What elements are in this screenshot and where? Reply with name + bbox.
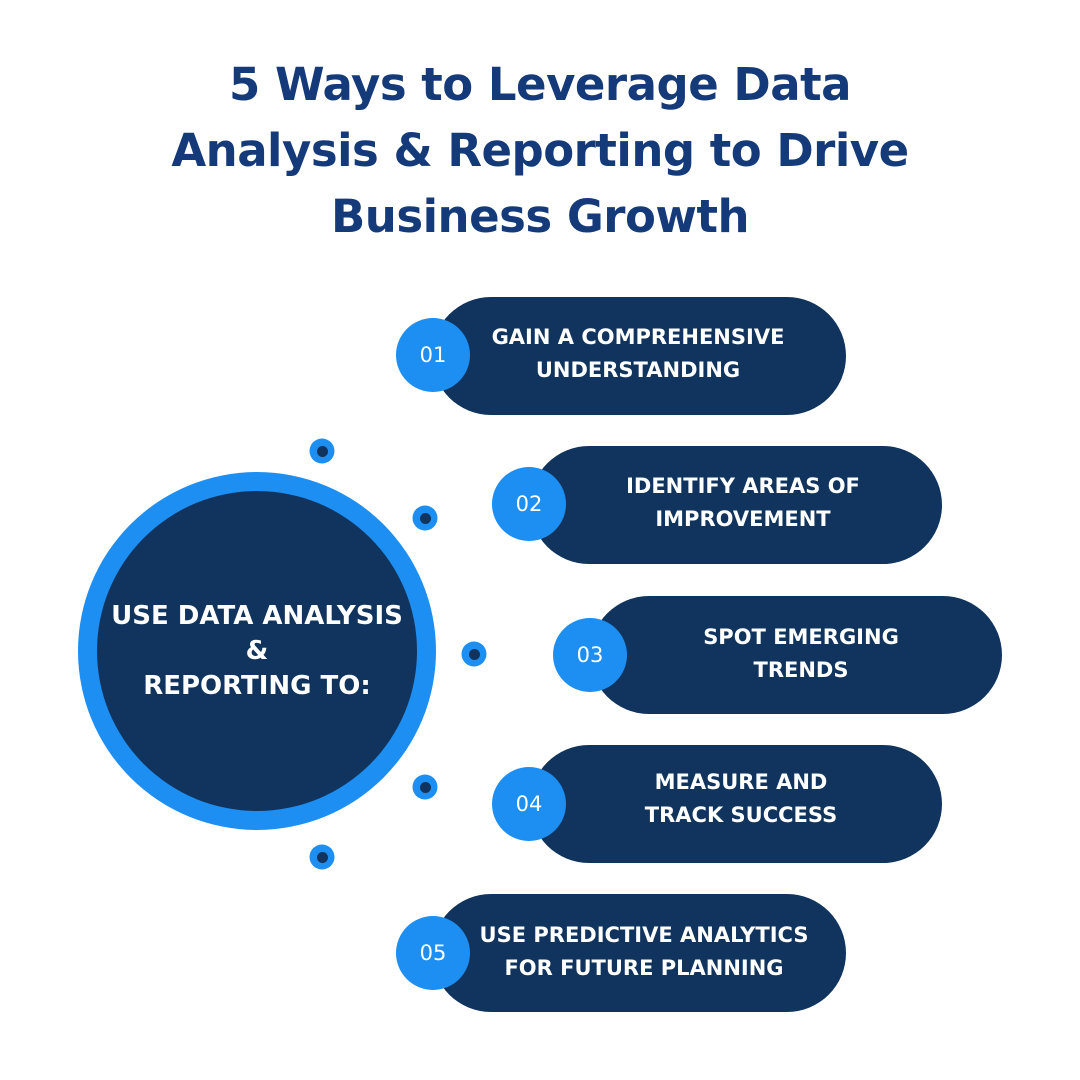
step-label-04: MEASURE AND TRACK SUCCESS — [644, 770, 838, 827]
hub-circle — [97, 491, 417, 811]
step-label-01: GAIN A COMPREHENSIVE UNDERSTANDING — [491, 325, 785, 382]
step-label-05: USE PREDICTIVE ANALYTICS FOR FUTURE PLAN… — [479, 923, 809, 980]
step-pill-04 — [530, 745, 942, 863]
step-number-04: 04 — [492, 767, 566, 841]
step-number-02: 02 — [492, 467, 566, 541]
step-number-01: 01 — [396, 318, 470, 392]
step-number-05: 05 — [396, 916, 470, 990]
hub-text-line-3: REPORTING TO: — [143, 670, 371, 701]
hub-text-line-1: USE DATA ANALYSIS — [111, 600, 403, 631]
connector-dot — [461, 641, 487, 667]
connector-dot — [412, 774, 438, 800]
step-label-02: IDENTIFY AREAS OF IMPROVEMENT — [626, 474, 860, 531]
step-number-03: 03 — [553, 618, 627, 692]
page-title: 5 Ways to Leverage Data Analysis & Repor… — [171, 58, 909, 243]
connector-dot — [412, 505, 438, 531]
step-pill-01 — [432, 297, 846, 415]
step-pill-05 — [432, 894, 846, 1012]
connector-dot — [309, 438, 335, 464]
hub-text-line-2: & — [245, 635, 269, 666]
step-pill-03 — [590, 596, 1002, 714]
connector-dot — [309, 844, 335, 870]
hub-text: USE DATA ANALYSIS & REPORTING TO: — [97, 491, 417, 811]
step-pill-02 — [530, 446, 942, 564]
step-label-03: SPOT EMERGING TRENDS — [703, 625, 899, 682]
